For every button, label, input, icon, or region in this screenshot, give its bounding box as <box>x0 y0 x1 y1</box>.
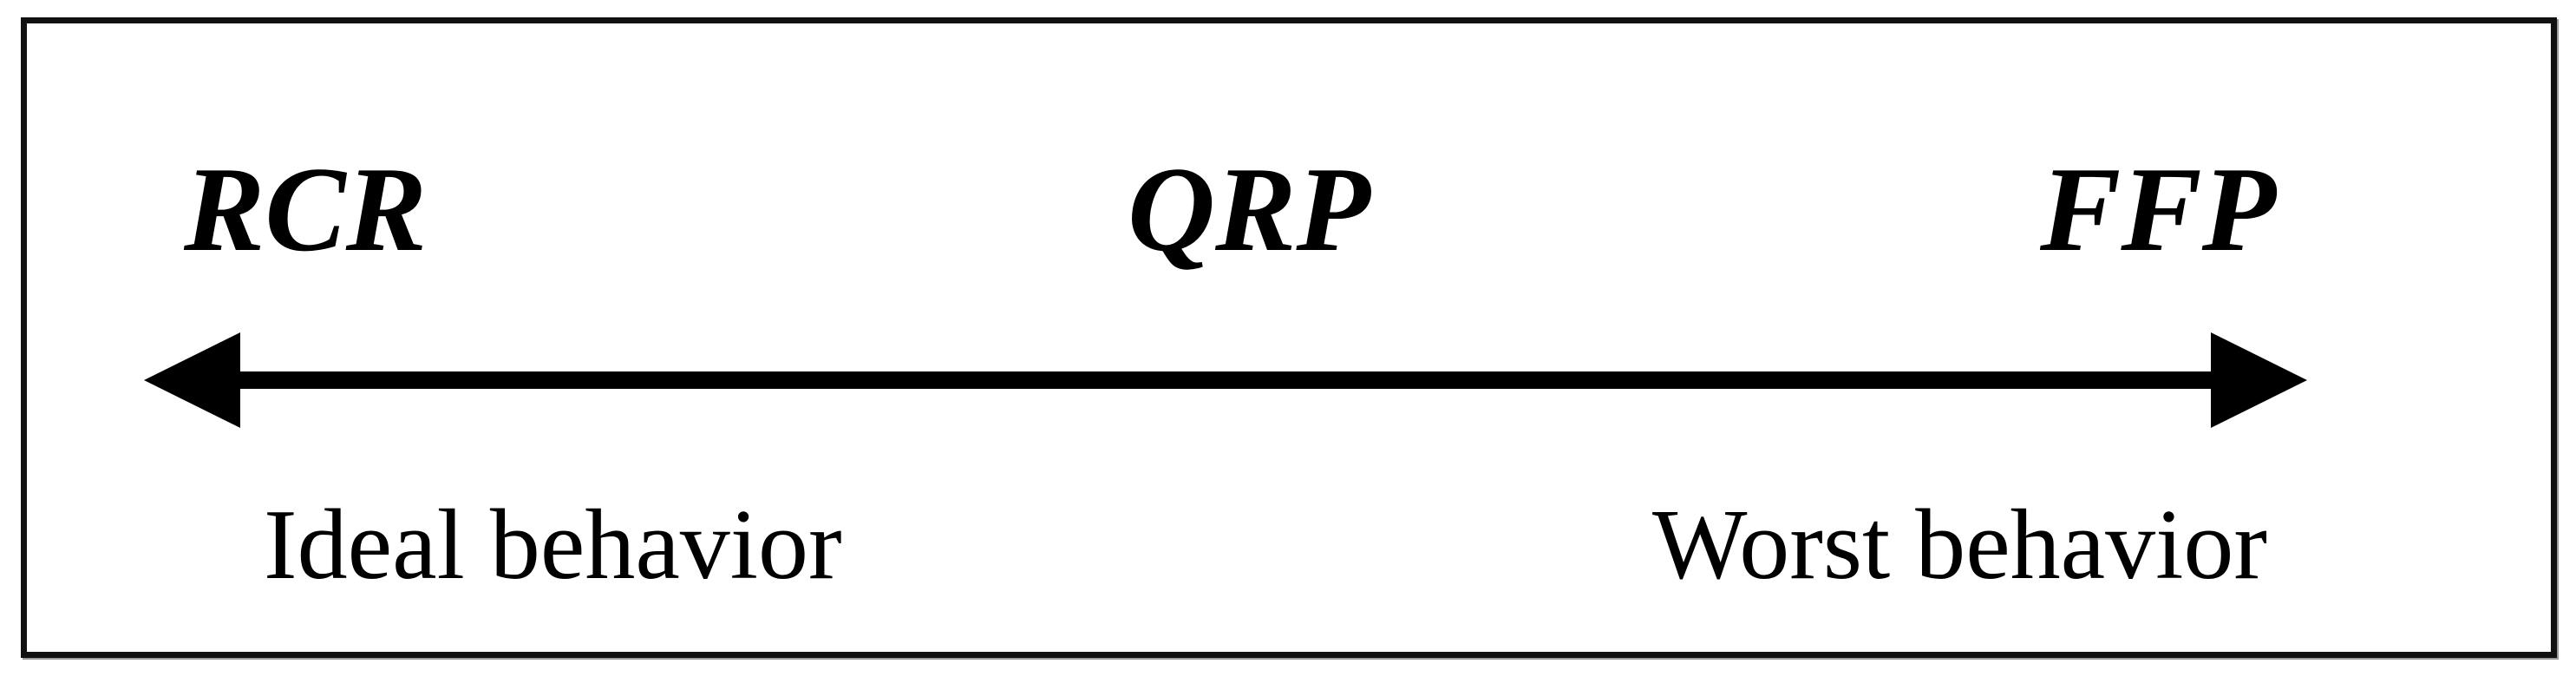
diagram-frame <box>21 17 2557 658</box>
left-arrowhead-icon <box>144 332 240 428</box>
ideal-behavior-label: Ideal behavior <box>264 490 842 601</box>
term-rcr-label: RCR <box>184 142 428 277</box>
term-qrp-label: QRP <box>1128 142 1370 277</box>
right-arrowhead-icon <box>2211 332 2307 428</box>
worst-behavior-label: Worst behavior <box>1652 490 2268 601</box>
term-ffp-label: FFP <box>2040 142 2277 277</box>
